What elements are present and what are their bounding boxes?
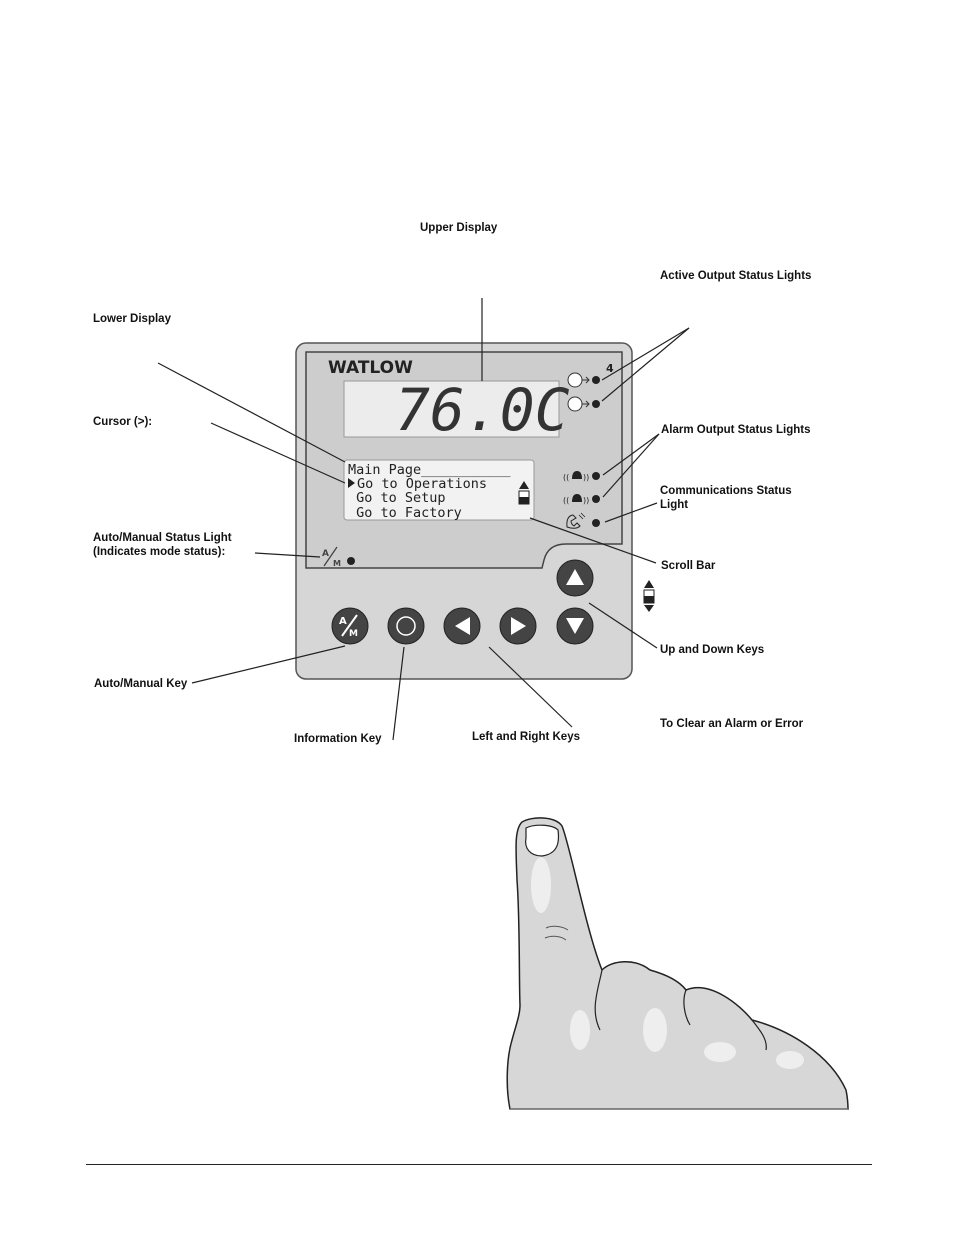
- label-information-key: Information Key: [294, 733, 382, 745]
- label-left-right-keys: Left and Right Keys: [472, 731, 580, 743]
- communications-light: [566, 512, 600, 529]
- fingernail: [525, 824, 560, 857]
- svg-text:M: M: [349, 629, 358, 639]
- label-alarm-output-status-lights: Alarm Output Status Lights: [661, 424, 811, 436]
- label-upper-display: Upper Display: [420, 222, 498, 234]
- right-key[interactable]: [499, 607, 537, 645]
- lcd-line-3: Go to Setup: [348, 490, 446, 506]
- svg-text:)): )): [583, 473, 589, 482]
- info-circle-icon: [396, 616, 416, 636]
- label-auto-manual-status-light: Auto/Manual Status Light (Indicates mode…: [93, 532, 232, 558]
- lcd-line-4: Go to Factory: [348, 505, 462, 521]
- label-active-output-status-lights: Active Output Status Lights: [660, 270, 812, 282]
- scroll-bar-legend-icon: [643, 580, 655, 612]
- phone-icon: [566, 514, 581, 529]
- svg-text:((: ((: [563, 473, 569, 482]
- left-key[interactable]: [443, 607, 481, 645]
- label-lower-display: Lower Display: [93, 313, 171, 325]
- alarm-output-light-1: (( )): [563, 471, 600, 482]
- model-digit: 4: [606, 362, 614, 375]
- lcd-line-2: Go to Operations: [357, 476, 487, 492]
- label-auto-manual-key: Auto/Manual Key: [94, 678, 188, 690]
- auto-manual-status-light: A M: [322, 546, 355, 568]
- lcd-line-1: Main Page___________: [348, 462, 511, 478]
- upper-display: 76.0C: [343, 376, 570, 444]
- svg-text:((: ((: [563, 496, 569, 505]
- down-arrow-icon: [566, 618, 584, 634]
- svg-text:)): )): [583, 496, 589, 505]
- down-key[interactable]: [556, 607, 594, 645]
- label-scroll-bar: Scroll Bar: [661, 560, 716, 572]
- label-communications-status-light: Communications Status Light: [660, 485, 792, 511]
- pointing-hand-illustration: [506, 817, 849, 1110]
- svg-text:A: A: [322, 549, 329, 559]
- left-arrow-icon: [455, 617, 470, 635]
- leader-lines: [157, 298, 690, 741]
- alarm-output-light-2: (( )): [563, 494, 600, 505]
- right-arrow-icon: [511, 617, 526, 635]
- lcd-scroll-bar-icon: [518, 481, 530, 505]
- svg-text:A: A: [339, 616, 347, 627]
- label-clear-alarm: To Clear an Alarm or Error: [660, 718, 804, 730]
- label-up-down-keys: Up and Down Keys: [660, 644, 765, 656]
- up-key[interactable]: [556, 559, 594, 597]
- upper-display-value: 76.0C: [395, 376, 570, 444]
- cursor-arrow-icon: [348, 478, 355, 488]
- auto-manual-key[interactable]: A M: [331, 607, 369, 645]
- up-arrow-icon: [566, 569, 584, 585]
- label-cursor: Cursor (>):: [93, 416, 153, 428]
- footer-rule: [86, 1164, 872, 1165]
- svg-text:M: M: [333, 559, 341, 568]
- information-key[interactable]: [387, 607, 425, 645]
- active-output-light-1: [567, 372, 600, 388]
- brand-logo: WATLOW: [328, 358, 413, 378]
- lower-display: Main Page___________ Go to Operations Go…: [343, 459, 535, 521]
- active-output-light-2: [567, 396, 600, 412]
